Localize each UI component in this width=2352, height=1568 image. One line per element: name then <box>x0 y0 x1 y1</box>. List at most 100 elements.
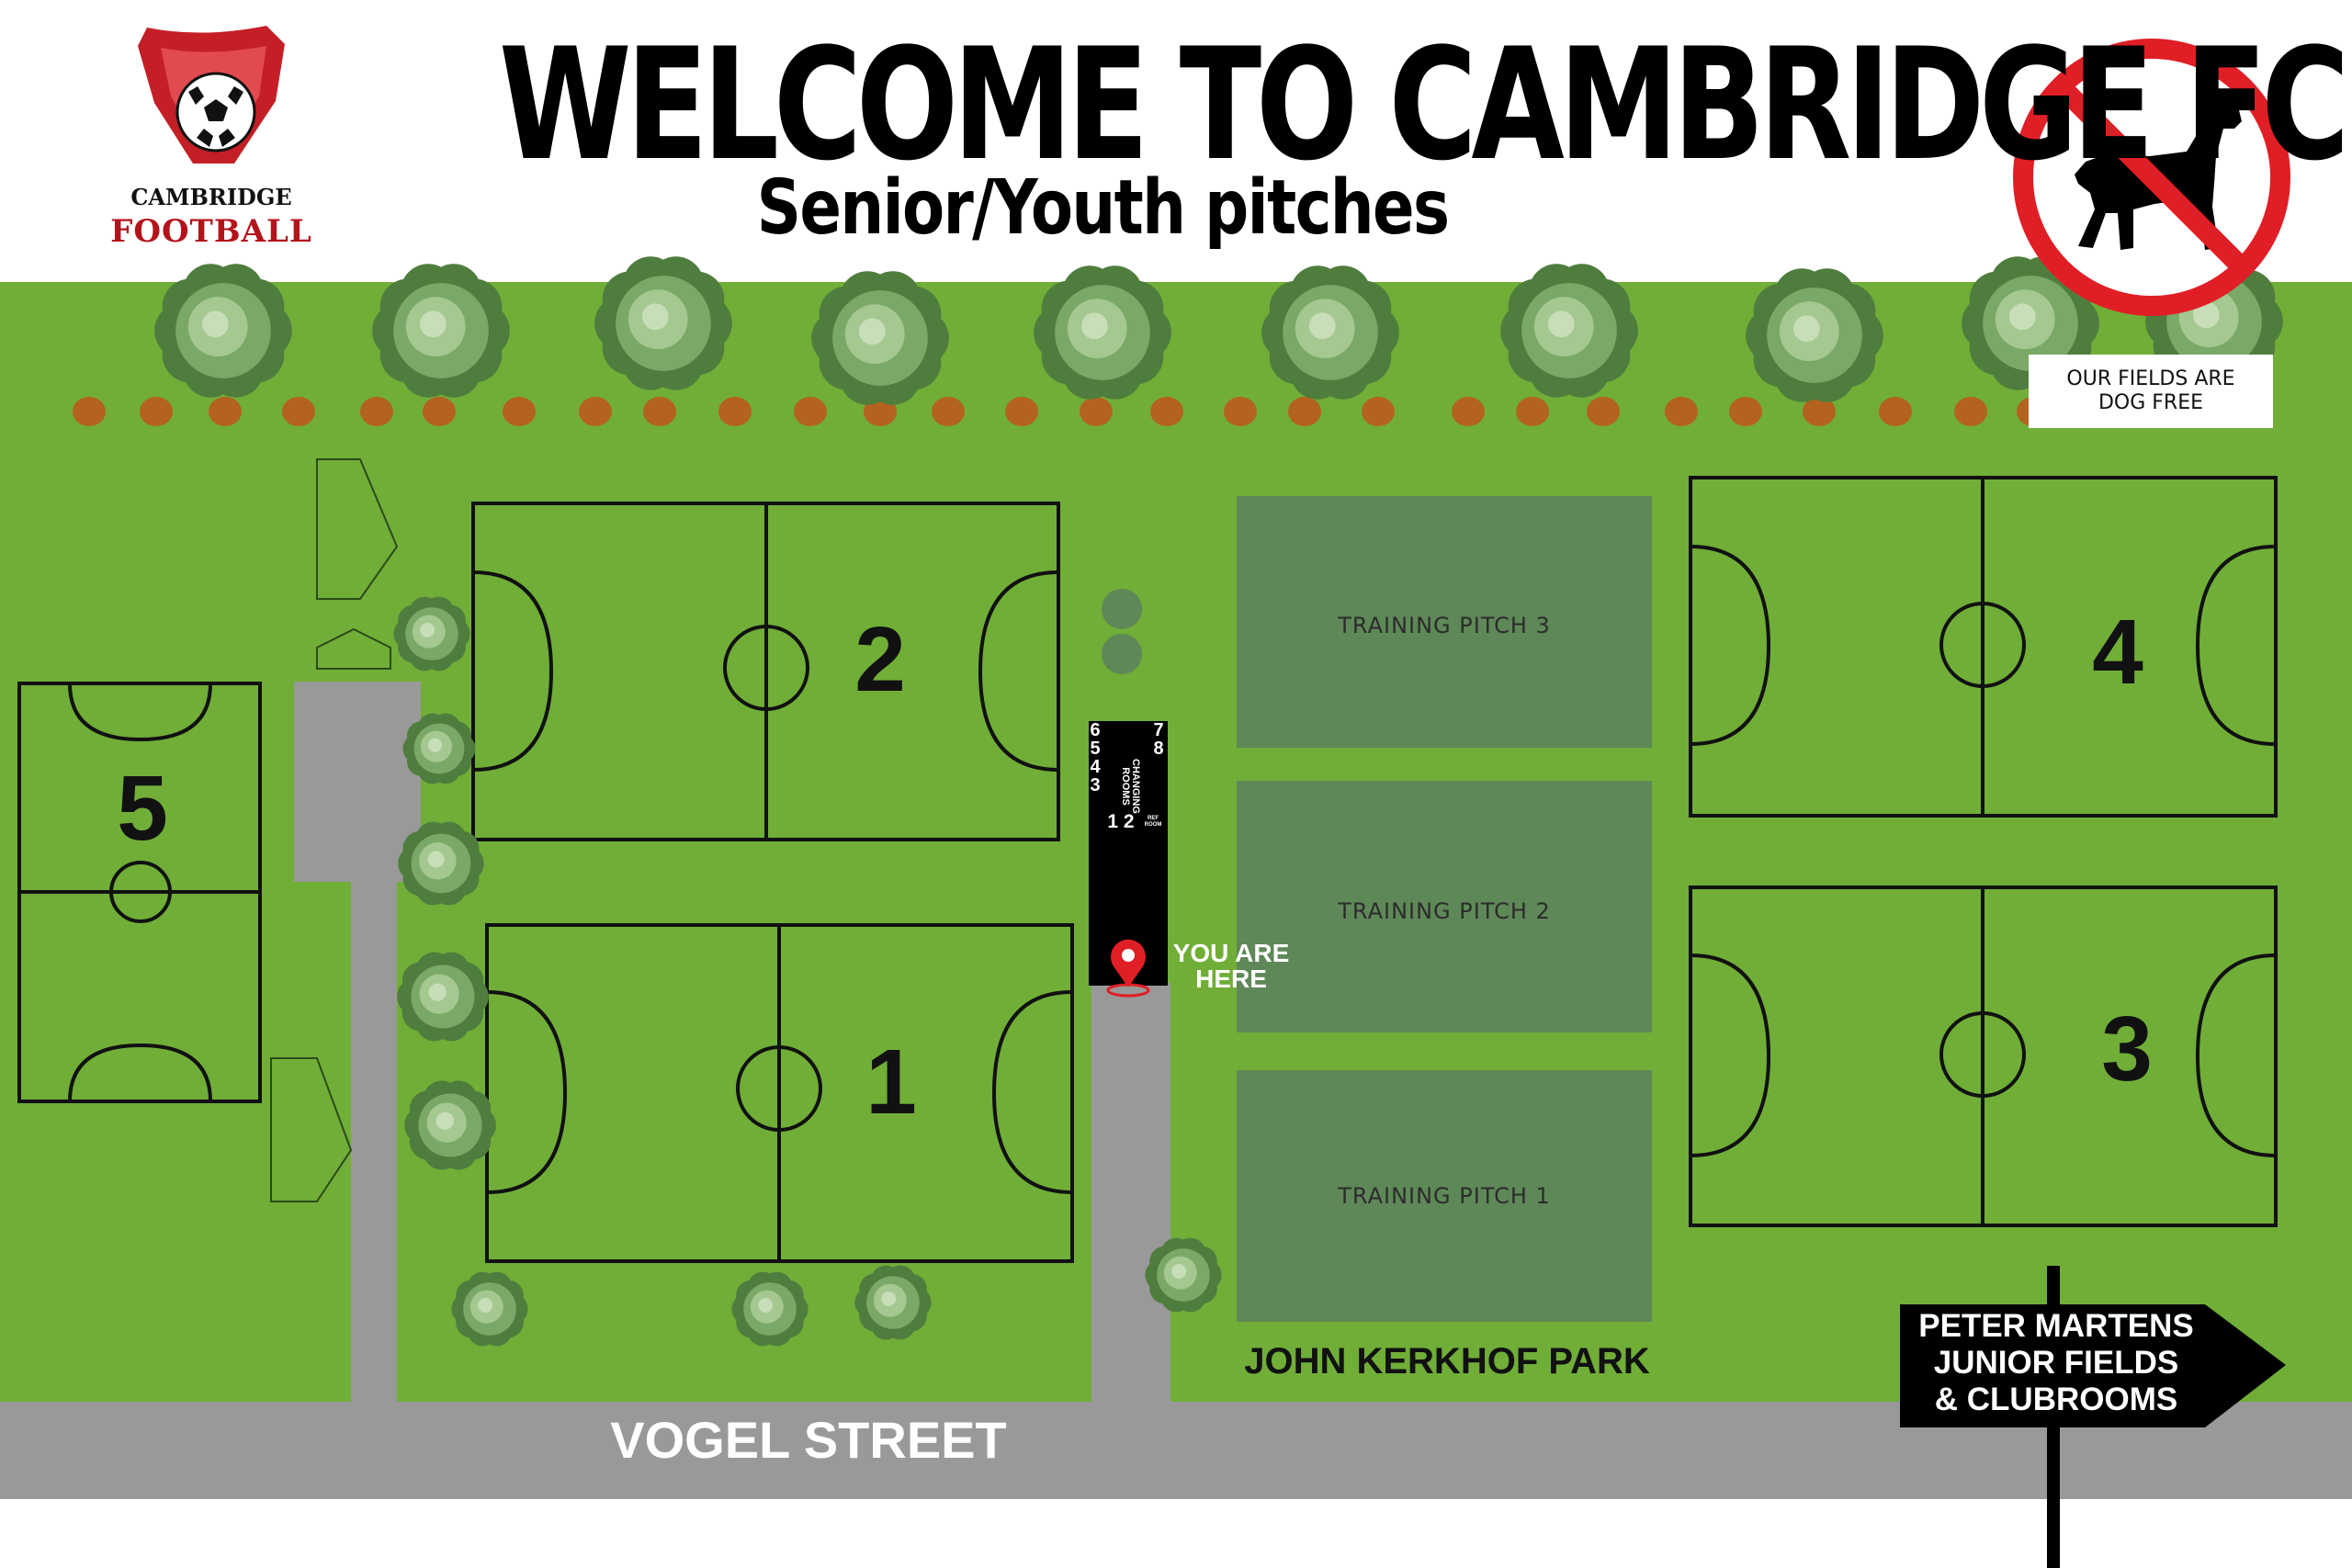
training-pitch-2-area <box>1237 781 1652 1032</box>
outline-arrow-bottom <box>270 1057 353 1202</box>
dog-free-notice: OUR FIELDS ARE DOG FREE <box>2029 355 2273 428</box>
direction-sign-line3: & CLUBROOMS <box>1934 1382 2178 1417</box>
fence-dot <box>1080 397 1113 426</box>
changing-room-number: 8 <box>1153 739 1164 759</box>
direction-sign-line1: PETER MARTENS <box>1918 1308 2194 1344</box>
changing-room-numbers-bottom: 1 2 <box>1107 811 1135 832</box>
dog-free-line1: OUR FIELDS ARE <box>2066 367 2235 390</box>
fence-dot <box>1803 397 1836 426</box>
fence-dot <box>209 397 242 426</box>
marker-dot <box>1102 634 1142 674</box>
location-pin-icon <box>1106 939 1150 998</box>
outline-hut <box>316 627 391 670</box>
tree-icon <box>398 821 484 906</box>
fence-dot <box>1587 397 1620 426</box>
fence-dot <box>1516 397 1549 426</box>
tree-icon <box>404 1080 496 1170</box>
marker-dot <box>1102 589 1142 629</box>
page-title: WELCOME TO CAMBRIDGE FC <box>499 15 2349 195</box>
changing-room-numbers-right: 7 8 <box>1150 721 1167 758</box>
fence-dot <box>503 397 536 426</box>
direction-sign-line2: JUNIOR FIELDS <box>1933 1345 2179 1381</box>
training-pitch-3-label: TRAINING PITCH 3 <box>1338 613 1551 638</box>
fence-dot <box>718 397 752 426</box>
fence-dot <box>1005 397 1038 426</box>
changing-room-number: 6 <box>1090 720 1101 740</box>
changing-room-numbers-left: 6 5 4 3 <box>1087 721 1103 795</box>
tree-icon <box>731 1271 808 1347</box>
football-shield-icon <box>138 26 285 164</box>
changing-room-number: 4 <box>1090 757 1101 777</box>
fence-dot <box>1452 397 1485 426</box>
fence-dot <box>643 397 676 426</box>
trees <box>154 254 2283 1347</box>
pitch-1 <box>485 923 1074 1263</box>
fence-dots <box>73 397 2128 426</box>
changing-room-number: 3 <box>1090 775 1101 795</box>
page-subtitle: Senior/Youth pitches <box>756 164 1450 252</box>
fence-dot <box>1224 397 1257 426</box>
fence-dot <box>932 397 965 426</box>
you-are-here-line2: HERE <box>1195 964 1267 993</box>
tree-icon <box>397 952 489 1042</box>
training-pitch-3-area <box>1237 496 1652 748</box>
tree-icon <box>1746 268 1883 402</box>
outline-arrow-top <box>316 458 399 600</box>
tree-icon <box>854 1265 932 1340</box>
training-pitch-1-area <box>1237 1070 1652 1322</box>
pitch-5-number: 5 <box>117 757 168 860</box>
you-are-here-line1: YOU ARE <box>1172 939 1290 967</box>
fence-dot <box>794 397 827 426</box>
fence-dot <box>1954 397 1987 426</box>
fence-dot <box>1362 397 1395 426</box>
pitch-4-number: 4 <box>2092 601 2143 704</box>
fence-dot <box>1150 397 1183 426</box>
ref-room-label: REF ROOM <box>1142 816 1164 829</box>
ref-room-line2: ROOM <box>1144 822 1162 828</box>
pitch-2 <box>471 502 1060 841</box>
fence-dot <box>423 397 456 426</box>
center-path <box>1091 983 1170 1407</box>
tree-icon <box>811 271 949 405</box>
tree-icon <box>1034 265 1171 400</box>
bottom-white-strip <box>0 1499 2352 1568</box>
tree-icon <box>393 596 470 671</box>
tree-icon <box>1145 1237 1222 1313</box>
pitch-3-number: 3 <box>2101 998 2153 1100</box>
no-dogs-icon <box>2013 39 2290 316</box>
dog-free-line2: DOG FREE <box>2098 391 2204 414</box>
tree-icon <box>154 264 292 398</box>
logo-text-bottom: FOOTBALL <box>110 213 312 250</box>
fence-dot <box>282 397 315 426</box>
pitch-2-number: 2 <box>854 608 906 711</box>
fence-dot <box>1288 397 1321 426</box>
street-label: VOGEL STREET <box>610 1411 1007 1469</box>
changing-room-number: 5 <box>1090 739 1101 759</box>
left-path <box>351 682 397 1407</box>
training-pitch-2-label: TRAINING PITCH 2 <box>1338 898 1551 924</box>
fence-dot <box>579 397 612 426</box>
pitch-3 <box>1689 886 2278 1227</box>
fence-dot <box>360 397 393 426</box>
tree-icon <box>451 1271 528 1347</box>
pitch-1-number: 1 <box>865 1031 917 1134</box>
tree-icon <box>372 264 510 398</box>
changing-room-number: 7 <box>1153 720 1164 740</box>
pitch-5 <box>17 682 262 1103</box>
fence-dot <box>140 397 173 426</box>
fence-dot <box>1879 397 1912 426</box>
arrow-right-sign-icon <box>1900 1266 2286 1568</box>
fence-dot <box>1729 397 1762 426</box>
fence-dot <box>73 397 106 426</box>
tree-icon <box>402 713 476 784</box>
direction-sign-text: PETER MARTENS JUNIOR FIELDS & CLUBROOMS <box>1900 1308 2212 1418</box>
you-are-here-label: YOU ARE HERE <box>1158 941 1305 992</box>
park-label: JOHN KERKHOF PARK <box>1244 1341 1650 1382</box>
pitch-4 <box>1689 476 2278 818</box>
training-pitch-1-label: TRAINING PITCH 1 <box>1338 1183 1551 1209</box>
fence-dot <box>1665 397 1698 426</box>
tree-icon <box>594 256 732 390</box>
logo-text-top: CAMBRIDGE <box>130 184 292 210</box>
